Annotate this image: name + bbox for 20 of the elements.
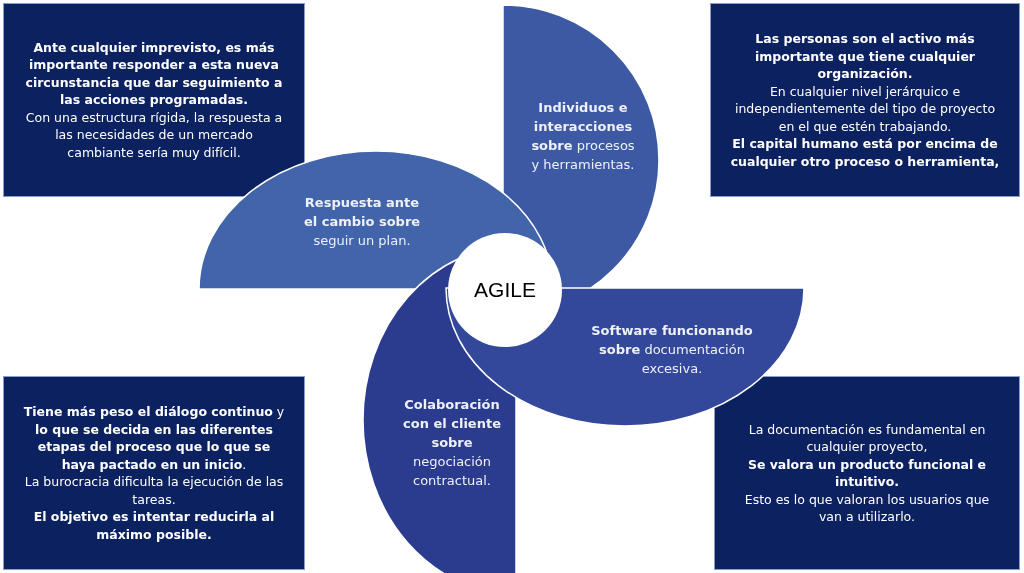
info-card bbox=[710, 3, 1020, 197]
card-text: En cualquier nivel jerárquico e independientemente del tipo de proyecto en el que estén trabajando. bbox=[733, 82, 997, 135]
card-text: Ante cualquier imprevisto, es más importante responder a esta nueva circunstancia que dar seguimiento a las acciones programadas. bbox=[24, 38, 284, 109]
info-card bbox=[714, 376, 1020, 570]
card-text: Tiene más peso el diálogo continuo y lo que se decida en las diferentes etapas del proceso que lo que se haya pactado en un inicio. bbox=[22, 403, 286, 473]
card-text: La burocracia dificulta la ejecución de las tareas. bbox=[23, 473, 285, 508]
petal-text: Individuos e interacciones sobre procesos y herramientas. bbox=[530, 99, 636, 174]
card-text: La documentación es fundamental en cualquier proyecto, bbox=[747, 420, 987, 456]
card-text: El objetivo es intentar reducirla al máximo posible. bbox=[32, 508, 276, 543]
info-card bbox=[3, 376, 305, 570]
hub-title: AGILE bbox=[474, 278, 536, 302]
card-text: Las personas son el activo más importante que tiene cualquier organización. bbox=[753, 30, 977, 83]
card-text: Con una estructura rígida, la respuesta a las necesidades de un mercado cambiante sería muy difícil. bbox=[24, 108, 284, 162]
card-text: Se valora un producto funcional e intuitivo. bbox=[746, 455, 988, 491]
petal-text: Respuesta ante el cambio sobre seguir un plan. bbox=[302, 194, 422, 250]
card-text: Esto es lo que valoran los usuarios que van a utilizarlo. bbox=[743, 490, 991, 526]
card-text: El capital humano está por encima de cualquier otro proceso o herramienta, bbox=[729, 135, 1001, 170]
petal-text: Colaboración con el cliente sobre negociación contractual. bbox=[402, 396, 502, 490]
petal-text: Software funcionando sobre documentación excesiva. bbox=[590, 322, 754, 378]
info-card bbox=[3, 3, 305, 197]
